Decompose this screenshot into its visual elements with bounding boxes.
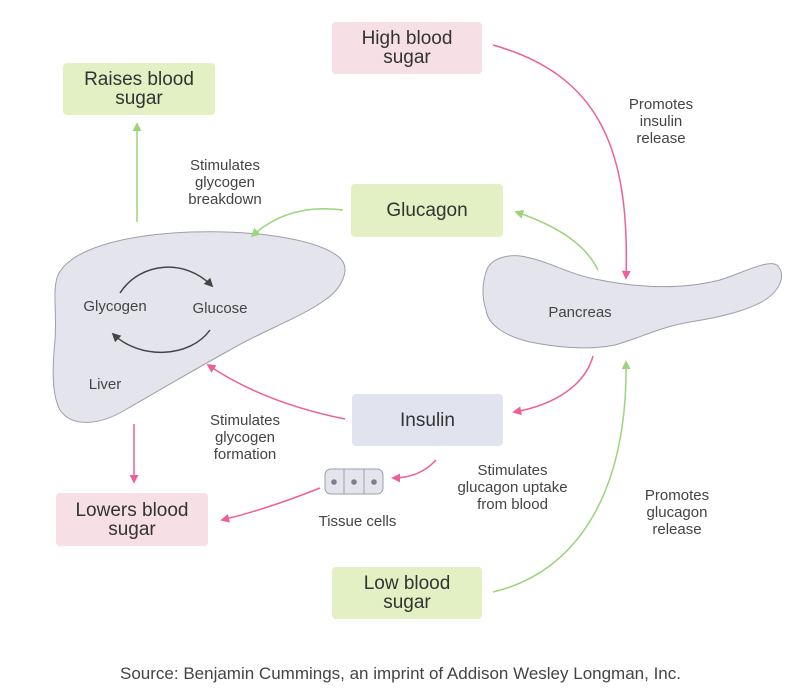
promotes-glucagon-release-label: Promotes glucagon release <box>644 487 710 538</box>
high-to-pancreas-arrow <box>492 44 631 280</box>
glucagon-to-liver-arrow <box>250 207 344 238</box>
glycogen-label: Glycogen <box>83 298 147 315</box>
high-blood-sugar-box: High blood sugar <box>332 22 482 74</box>
glycogen-to-glucose-arrow <box>119 266 214 294</box>
glucagon-box: Glucagon <box>351 184 503 237</box>
promotes-insulin-release-label: Promotes insulin release <box>628 96 694 147</box>
tissue-cells-icon <box>324 468 384 495</box>
lowers-blood-sugar-box: Lowers blood sugar <box>56 493 208 546</box>
stimulates-glucagon-uptake-label: Stimulates glucagon uptake from blood <box>457 462 568 513</box>
low-to-pancreas-arrow <box>492 360 631 593</box>
stimulates-glycogen-breakdown-label: Stimulates glycogen breakdown <box>188 157 262 208</box>
pancreas-to-insulin-arrow <box>512 355 594 416</box>
stimulates-glycogen-formation-label: Stimulates glycogen formation <box>209 412 281 463</box>
pancreas-to-glucagon-arrow <box>514 210 599 271</box>
pancreas-label: Pancreas <box>548 304 612 321</box>
insulin-to-tissue-arrow <box>391 459 437 483</box>
pancreas-shape <box>482 255 782 349</box>
low-blood-sugar-box: Low blood sugar <box>332 567 482 619</box>
liver-shape <box>52 231 346 423</box>
glucose-to-glycogen-arrow <box>111 329 211 353</box>
liver-label: Liver <box>88 376 122 393</box>
insulin-box: Insulin <box>352 394 503 446</box>
raises-blood-sugar-box: Raises blood sugar <box>63 63 215 115</box>
tissue-cells-label: Tissue cells <box>318 513 397 530</box>
source-caption: Source: Benjamin Cummings, an imprint of… <box>120 664 681 683</box>
insulin-to-liver-arrow <box>206 363 346 420</box>
glucose-label: Glucose <box>192 300 248 317</box>
tissue-to-lowers-arrow <box>220 487 321 523</box>
